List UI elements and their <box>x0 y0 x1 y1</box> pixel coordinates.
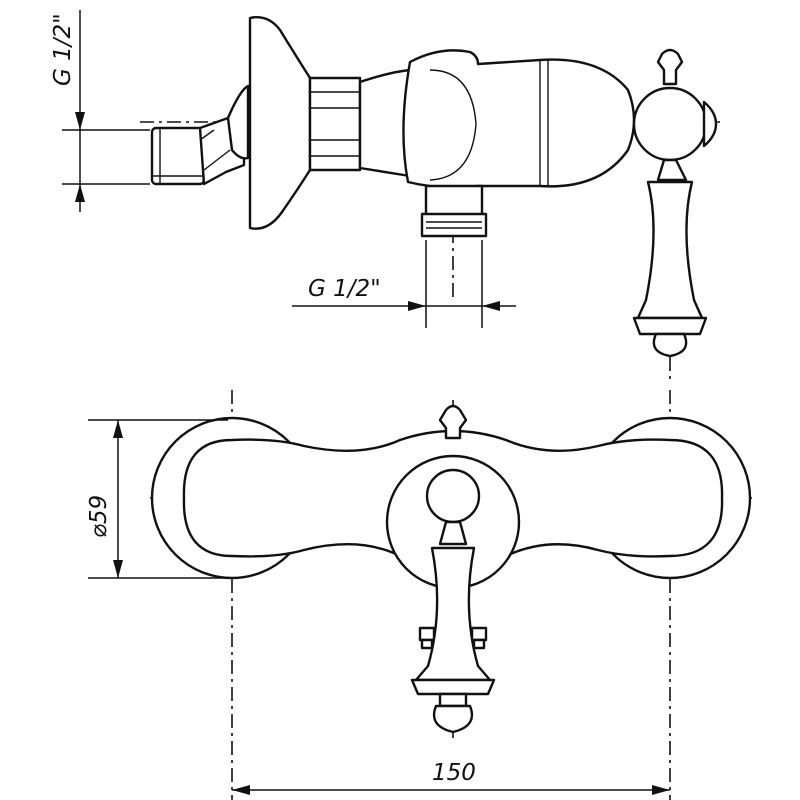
wall-rosette <box>248 16 312 230</box>
side-handle <box>632 48 718 358</box>
outlet-dimension: G 1/2" <box>292 240 516 328</box>
side-inlet-dimension: G 1/2" <box>50 10 150 212</box>
central-cap <box>425 468 481 524</box>
inlet-connector <box>150 84 250 186</box>
center-distance-dimension: 150 <box>232 760 670 795</box>
rosette-diameter-label: ⌀59 <box>86 495 112 538</box>
rosette-diameter-dimension: ⌀59 <box>86 419 228 579</box>
center-distance-label: 150 <box>432 760 476 786</box>
side-inlet-thread-label: G 1/2" <box>50 13 76 86</box>
top-finial <box>438 404 468 440</box>
hex-nut <box>308 76 362 172</box>
side-view: G 1/2" G 1/2" <box>50 10 720 380</box>
mixer-body <box>358 49 636 238</box>
front-view: ⌀59 150 <box>86 390 752 800</box>
front-handle <box>410 520 496 734</box>
outlet-thread-label: G 1/2" <box>308 276 381 302</box>
